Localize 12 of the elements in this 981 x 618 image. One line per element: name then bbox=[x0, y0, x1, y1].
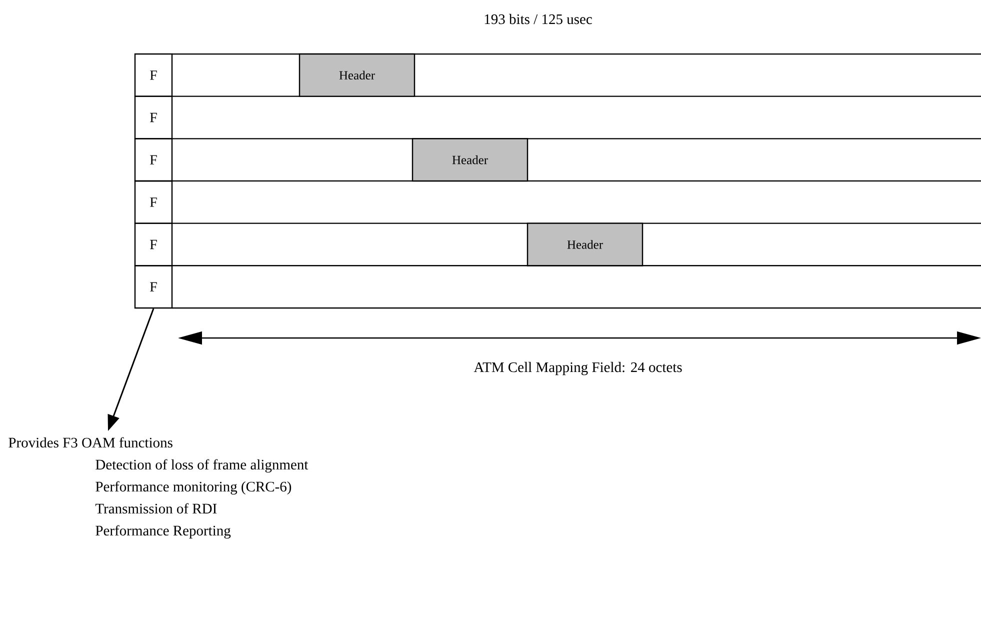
note-text: Provides F3 OAM functions Detection of loss of frame alignment Performance monitoring (CRC-6) Transmission of RDI Performance Reporting bbox=[8, 437, 308, 539]
frame-bit-cell: F bbox=[134, 138, 173, 182]
header-box: Header bbox=[526, 222, 644, 266]
header-box: Header bbox=[412, 138, 528, 182]
rate-label: 193 bits / 125 usec bbox=[484, 14, 592, 24]
frame-bit-cell: F bbox=[134, 180, 173, 224]
frame-bit-cell: F bbox=[134, 96, 173, 140]
field-label: ATM Cell Mapping Field: 24 octets bbox=[474, 362, 682, 376]
header-box: Header bbox=[298, 53, 416, 97]
frame-bit-cell: F bbox=[134, 53, 173, 97]
frame-bit-cell: F bbox=[134, 222, 173, 266]
frame-bit-cell: F bbox=[134, 265, 173, 309]
